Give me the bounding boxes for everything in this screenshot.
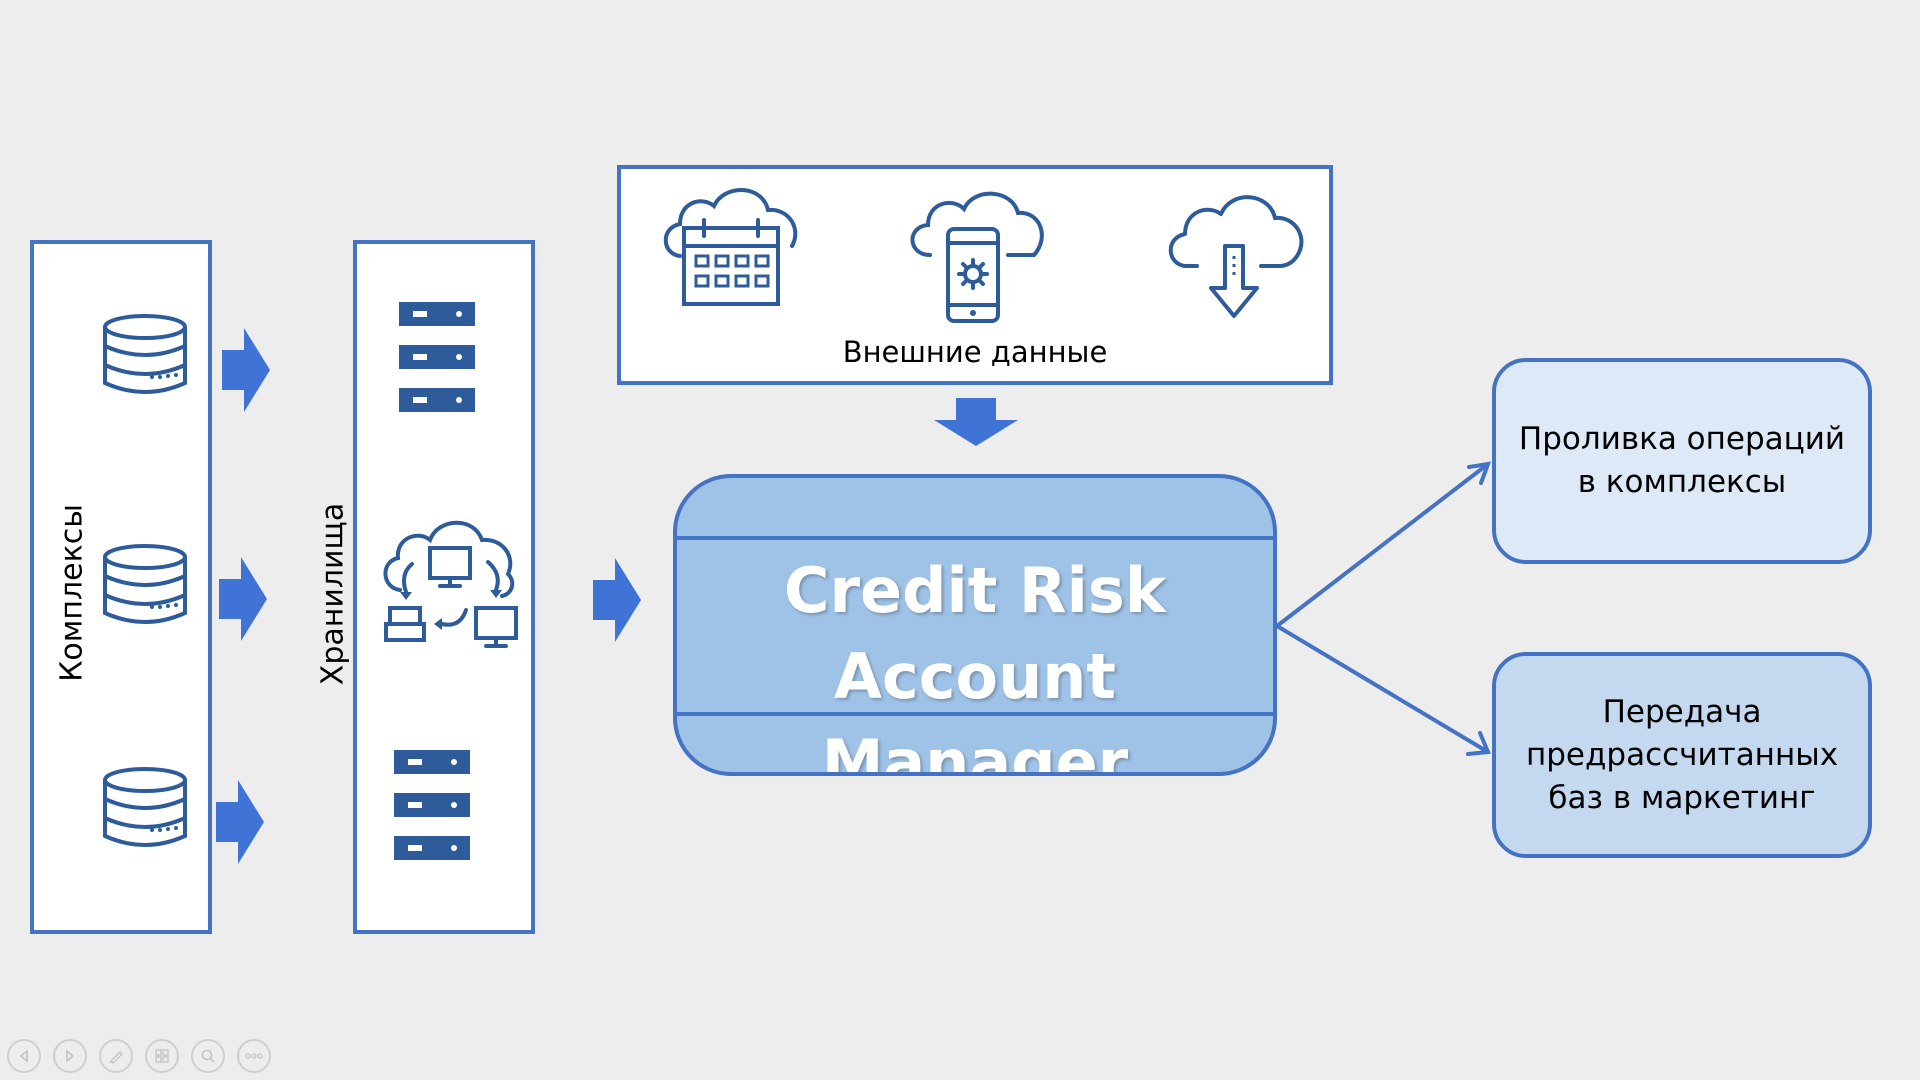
output-transfer-operations-box: Проливка операций в комплексы bbox=[1492, 358, 1872, 564]
crm-top-band bbox=[677, 536, 1273, 540]
database-icon bbox=[103, 767, 187, 847]
cloud-sync-icon bbox=[383, 520, 518, 648]
connector-arrowhead-2 bbox=[1466, 731, 1491, 756]
arrow-right-icon bbox=[216, 780, 264, 864]
arrow-right-icon bbox=[219, 557, 267, 641]
connector-to-output-2 bbox=[1275, 624, 1490, 754]
cloud-download-icon bbox=[1168, 195, 1304, 318]
database-icon bbox=[103, 314, 187, 394]
see-all-slides-button[interactable] bbox=[145, 1039, 179, 1073]
previous-slide-button[interactable] bbox=[7, 1039, 41, 1073]
crm-title: Credit Risk Account Manager bbox=[677, 548, 1273, 776]
next-icon bbox=[66, 1049, 75, 1063]
crm-bottom-band bbox=[677, 712, 1273, 716]
output-2-line1: Передача bbox=[1602, 693, 1762, 730]
pen-tool-button[interactable] bbox=[99, 1039, 133, 1073]
zoom-button[interactable] bbox=[191, 1039, 225, 1073]
arrow-right-icon bbox=[593, 558, 641, 642]
previous-icon bbox=[19, 1049, 28, 1063]
more-options-button[interactable] bbox=[237, 1039, 271, 1073]
more-icon bbox=[245, 1053, 263, 1059]
output-1-line1: Проливка операций bbox=[1518, 421, 1846, 457]
next-slide-button[interactable] bbox=[53, 1039, 87, 1073]
credit-risk-account-manager-box: Credit Risk Account Manager bbox=[673, 474, 1277, 776]
output-2-line3: баз в маркетинг bbox=[1548, 779, 1816, 816]
zoom-icon bbox=[201, 1049, 215, 1063]
output-1-line2: в комплексы bbox=[1577, 464, 1787, 500]
cloud-mobile-settings-icon bbox=[910, 191, 1044, 323]
external-data-label: Внешние данные bbox=[842, 335, 1108, 369]
server-rack-icon bbox=[399, 302, 475, 412]
connector-arrowhead-1 bbox=[1467, 461, 1492, 485]
output-2-line2: предрассчитанных bbox=[1525, 736, 1839, 773]
arrow-right-icon bbox=[222, 328, 270, 412]
complexes-panel bbox=[30, 240, 212, 934]
pen-icon bbox=[109, 1051, 123, 1064]
arrow-down-icon bbox=[934, 398, 1018, 446]
database-icon bbox=[103, 544, 187, 624]
cloud-calendar-icon bbox=[663, 188, 798, 306]
server-rack-icon bbox=[394, 750, 470, 860]
connector-to-output-1 bbox=[1275, 462, 1490, 628]
output-marketing-bases-box: Передача предрассчитанных баз в маркетин… bbox=[1492, 652, 1872, 858]
crm-title-line1: Credit Risk bbox=[783, 554, 1167, 627]
slides-grid-icon bbox=[155, 1049, 169, 1063]
crm-title-line2: Account Manager bbox=[821, 640, 1129, 776]
